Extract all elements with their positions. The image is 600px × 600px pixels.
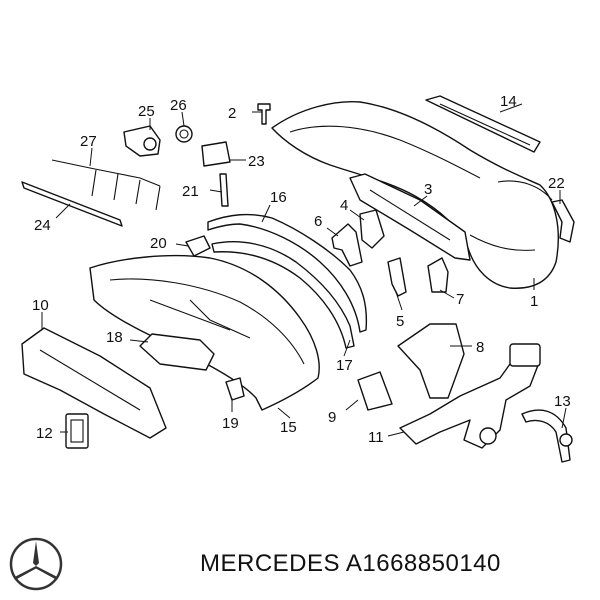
callout-19: 19 xyxy=(222,415,239,432)
callout-20: 20 xyxy=(150,235,167,252)
part-13-hitch-arm xyxy=(521,409,571,463)
brand-name: MERCEDES xyxy=(200,550,341,577)
callout-6: 6 xyxy=(314,213,322,230)
callout-5: 5 xyxy=(396,313,404,330)
callout-1: 1 xyxy=(530,293,538,310)
callout-9: 9 xyxy=(328,409,336,426)
callout-15: 15 xyxy=(280,419,297,436)
callout-11: 11 xyxy=(368,429,384,446)
callout-25: 25 xyxy=(138,103,155,120)
part-8-bracket xyxy=(397,323,465,399)
part-16-trim-strip xyxy=(207,213,368,333)
callout-18: 18 xyxy=(106,329,123,346)
part-6-bracket xyxy=(331,223,363,267)
part-22-side-bracket xyxy=(551,199,575,243)
callout-27: 27 xyxy=(80,133,97,150)
callout-26: 26 xyxy=(170,97,187,114)
part-9-plate xyxy=(357,371,393,411)
part-4-bracket xyxy=(359,209,385,249)
part-12-clip xyxy=(65,413,89,449)
callout-labels: 14 3 22 1 2 23 21 16 6 4 5 7 8 9 11 13 1… xyxy=(32,93,571,446)
footer: MERCEDES A1668850140 xyxy=(0,528,600,600)
part-7-bracket xyxy=(427,257,449,293)
part-caption: MERCEDES A1668850140 xyxy=(200,550,501,578)
part-21-pin xyxy=(219,173,229,207)
part-18-panel xyxy=(139,333,215,371)
part-5-bracket xyxy=(387,257,407,297)
part-17-trim-strip xyxy=(211,241,355,349)
callout-17: 17 xyxy=(336,357,353,374)
callout-23: 23 xyxy=(248,153,265,170)
part-number: A1668850140 xyxy=(345,550,501,577)
callout-21: 21 xyxy=(182,183,199,200)
part-23-bracket xyxy=(201,141,231,167)
mercedes-star-logo-icon xyxy=(9,537,63,591)
callout-13: 13 xyxy=(554,393,571,410)
callout-8: 8 xyxy=(476,339,484,356)
part-1-bumper-cover xyxy=(271,101,559,289)
callout-22: 22 xyxy=(548,175,565,192)
leader-lines xyxy=(41,103,567,437)
part-20-clip xyxy=(185,235,211,257)
part-2-screw xyxy=(257,103,271,125)
callout-4: 4 xyxy=(340,197,348,214)
callout-12: 12 xyxy=(36,425,53,442)
callout-16: 16 xyxy=(270,189,287,206)
part-19-clip xyxy=(225,377,245,401)
callout-10: 10 xyxy=(32,297,49,314)
callout-7: 7 xyxy=(456,291,464,308)
callout-14: 14 xyxy=(500,93,517,110)
part-24-wiring-strip xyxy=(21,181,123,227)
part-11-tow-hitch xyxy=(399,349,541,449)
callout-2: 2 xyxy=(228,105,236,122)
parts-diagram: 14 3 22 1 2 23 21 16 6 4 5 7 8 9 11 13 1… xyxy=(21,93,575,463)
callout-24: 24 xyxy=(34,217,51,234)
part-27-wiring-harness xyxy=(51,159,161,187)
part-26-sensor-holder xyxy=(175,125,193,143)
callout-3: 3 xyxy=(424,181,432,198)
